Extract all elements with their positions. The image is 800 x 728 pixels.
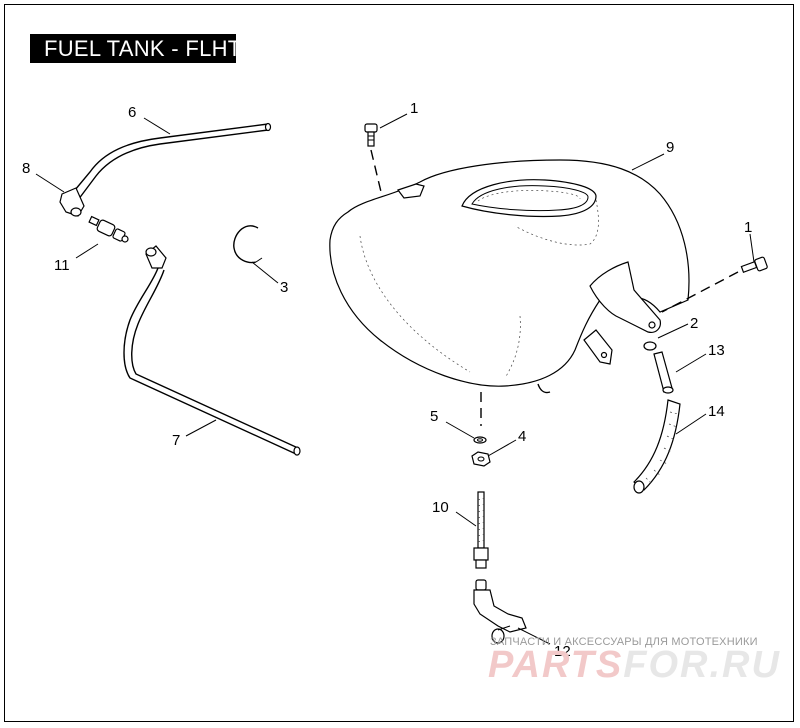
drain-line <box>123 245 301 456</box>
callout-9: 9 <box>666 139 674 156</box>
callout-11: 11 <box>54 257 70 274</box>
callout-7: 7 <box>172 432 180 449</box>
callout-13: 13 <box>708 342 725 359</box>
callout-1-right: 1 <box>744 219 752 236</box>
petcock-stud <box>473 491 489 569</box>
watermark-tagline: ЗАПЧАСТИ И АКСЕССУАРЫ ДЛЯ МОТОТЕХНИКИ <box>490 636 758 648</box>
retaining-clip <box>233 225 259 264</box>
bolt-top <box>364 123 383 197</box>
callout-6: 6 <box>128 104 136 121</box>
corrugated-hose <box>633 399 681 494</box>
diagram-title: FUEL TANK - FLHT <box>30 34 236 63</box>
check-valve <box>88 215 129 243</box>
fuel-tank <box>329 159 690 394</box>
hose-and-clamp <box>643 341 674 394</box>
fuel-fitting <box>473 579 527 644</box>
callout-10: 10 <box>432 499 449 516</box>
vent-elbow <box>59 187 85 217</box>
callout-8: 8 <box>22 160 30 177</box>
diagram-frame <box>4 4 794 722</box>
callout-1-top: 1 <box>410 100 418 117</box>
watermark-brand-b: FOR.RU <box>623 644 781 686</box>
callout-3: 3 <box>280 279 288 296</box>
callout-2: 2 <box>690 315 698 332</box>
watermark-brand-a: PARTS <box>488 644 624 686</box>
nut <box>471 451 491 467</box>
callout-4: 4 <box>518 428 526 445</box>
callout-5: 5 <box>430 408 438 425</box>
washer <box>473 436 487 444</box>
callout-14: 14 <box>708 403 725 420</box>
callout-12: 12 <box>554 643 571 660</box>
bolt-right <box>661 256 768 313</box>
watermark-logo: PARTSFOR.RU <box>488 644 781 687</box>
vent-line <box>69 122 272 201</box>
